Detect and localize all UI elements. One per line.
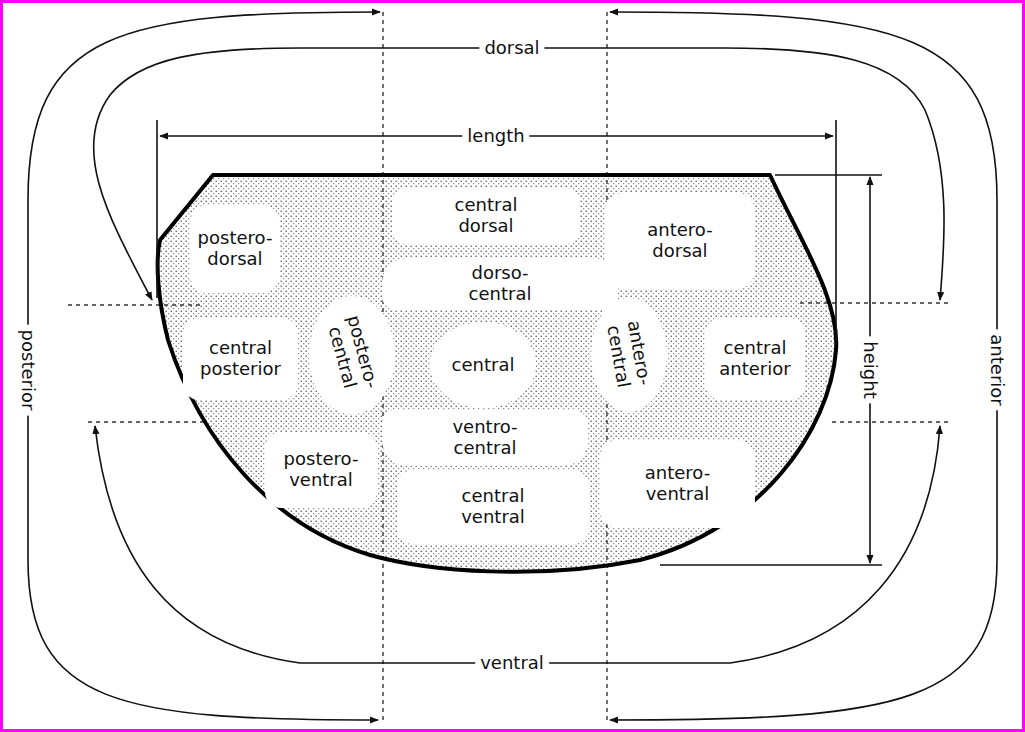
region-name: postero- central: [322, 314, 381, 397]
dashed-line: [832, 421, 952, 422]
carapace-region: postero- central: [309, 296, 394, 414]
carapace-region: central: [430, 322, 536, 408]
region-name: central posterior: [200, 338, 281, 379]
height-tick: [660, 564, 882, 566]
region-name: central: [452, 355, 515, 376]
direction-label: anterior: [986, 329, 1008, 410]
carapace-region: postero- ventral: [265, 432, 377, 508]
region-name: postero- ventral: [284, 449, 359, 490]
region-name: dorso- central: [469, 263, 532, 304]
carapace-outline: [158, 175, 837, 572]
carapace-region: central dorsal: [392, 188, 580, 244]
carapace-region: central posterior: [183, 318, 298, 400]
height-tick: [775, 174, 882, 176]
carapace-region: central ventral: [397, 470, 589, 544]
region-name: antero- dorsal: [647, 220, 712, 261]
direction-label: length: [462, 125, 529, 147]
region-name: central anterior: [719, 338, 790, 379]
length-tick: [835, 120, 837, 345]
direction-label: posterior: [17, 325, 39, 416]
carapace-region: antero- ventral: [600, 440, 755, 528]
direction-label: dorsal: [479, 37, 544, 59]
region-name: postero- dorsal: [198, 228, 273, 269]
region-name: ventro- central: [452, 417, 517, 458]
region-name: antero- central: [603, 319, 655, 391]
carapace-region: ventro- central: [382, 410, 588, 466]
length-tick: [156, 120, 158, 298]
carapace-region: postero- dorsal: [190, 205, 280, 293]
dashed-line: [88, 421, 205, 422]
carapace-region: antero- dorsal: [605, 193, 755, 289]
region-name: antero- ventral: [645, 463, 710, 504]
carapace-region: antero- central: [591, 298, 667, 412]
region-name: central dorsal: [455, 195, 518, 236]
region-name: central ventral: [461, 486, 525, 527]
direction-label: height: [859, 336, 881, 403]
direction-label: ventral: [475, 652, 549, 674]
extent-arrows: [28, 12, 997, 720]
carapace-region: dorso- central: [382, 258, 618, 310]
anterior-arrow: [610, 12, 997, 720]
dashed-guides: [68, 12, 952, 722]
carapace-region: central anterior: [705, 318, 805, 400]
